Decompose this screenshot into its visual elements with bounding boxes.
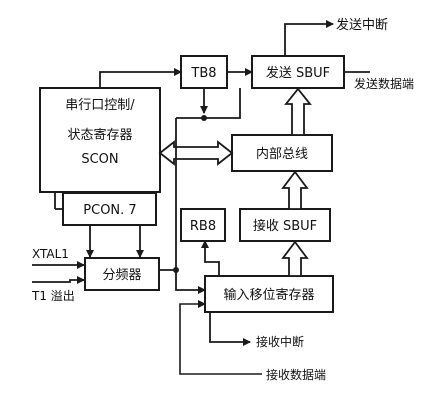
scon-block: 串行口控制/ 状态寄存器 SCON (39, 87, 161, 193)
internal-bus-block: 内部总线 (231, 134, 333, 172)
internal-bus-label: 内部总线 (256, 146, 308, 162)
tb8-label: TB8 (190, 66, 216, 81)
send-interrupt-label: 发送中断 (336, 17, 388, 33)
scon-label-line2: 状态寄存器 (67, 127, 132, 143)
divider-block: 分频器 (84, 257, 160, 291)
scon-label-line1: 串行口控制/ (65, 98, 135, 113)
shift-to-recv-sbuf-arrow (281, 240, 309, 277)
bus-to-send-sbuf-arrow (284, 87, 312, 136)
scon-label-line3: SCON (81, 152, 118, 167)
rb8-block: RB8 (180, 208, 226, 242)
xtal1-label: XTAL1 (32, 247, 69, 261)
recv-data-port-label: 接收数据端 (266, 367, 326, 382)
send-data-port-label: 发送数据端 (354, 76, 414, 91)
tb8-block: TB8 (180, 55, 228, 89)
shift-register-label: 输入移位寄存器 (223, 287, 314, 303)
recv-sbuf-to-bus-arrow (281, 170, 309, 210)
pcon-label: PCON. 7 (83, 203, 136, 218)
scon-bus-double-arrow (158, 140, 234, 166)
divider-label: 分频器 (102, 268, 141, 283)
send-sbuf-label: 发送 SBUF (266, 65, 330, 81)
recv-sbuf-block: 接收 SBUF (239, 208, 331, 242)
pcon-block: PCON. 7 (62, 192, 157, 226)
t1-overflow-label: T1 溢出 (31, 289, 75, 303)
shift-register-block: 输入移位寄存器 (204, 275, 334, 313)
recv-interrupt-label: 接收中断 (256, 334, 304, 349)
connections (32, 20, 370, 375)
recv-sbuf-label: 接收 SBUF (253, 218, 317, 234)
send-sbuf-block: 发送 SBUF (251, 55, 345, 89)
rb8-label: RB8 (190, 219, 216, 234)
